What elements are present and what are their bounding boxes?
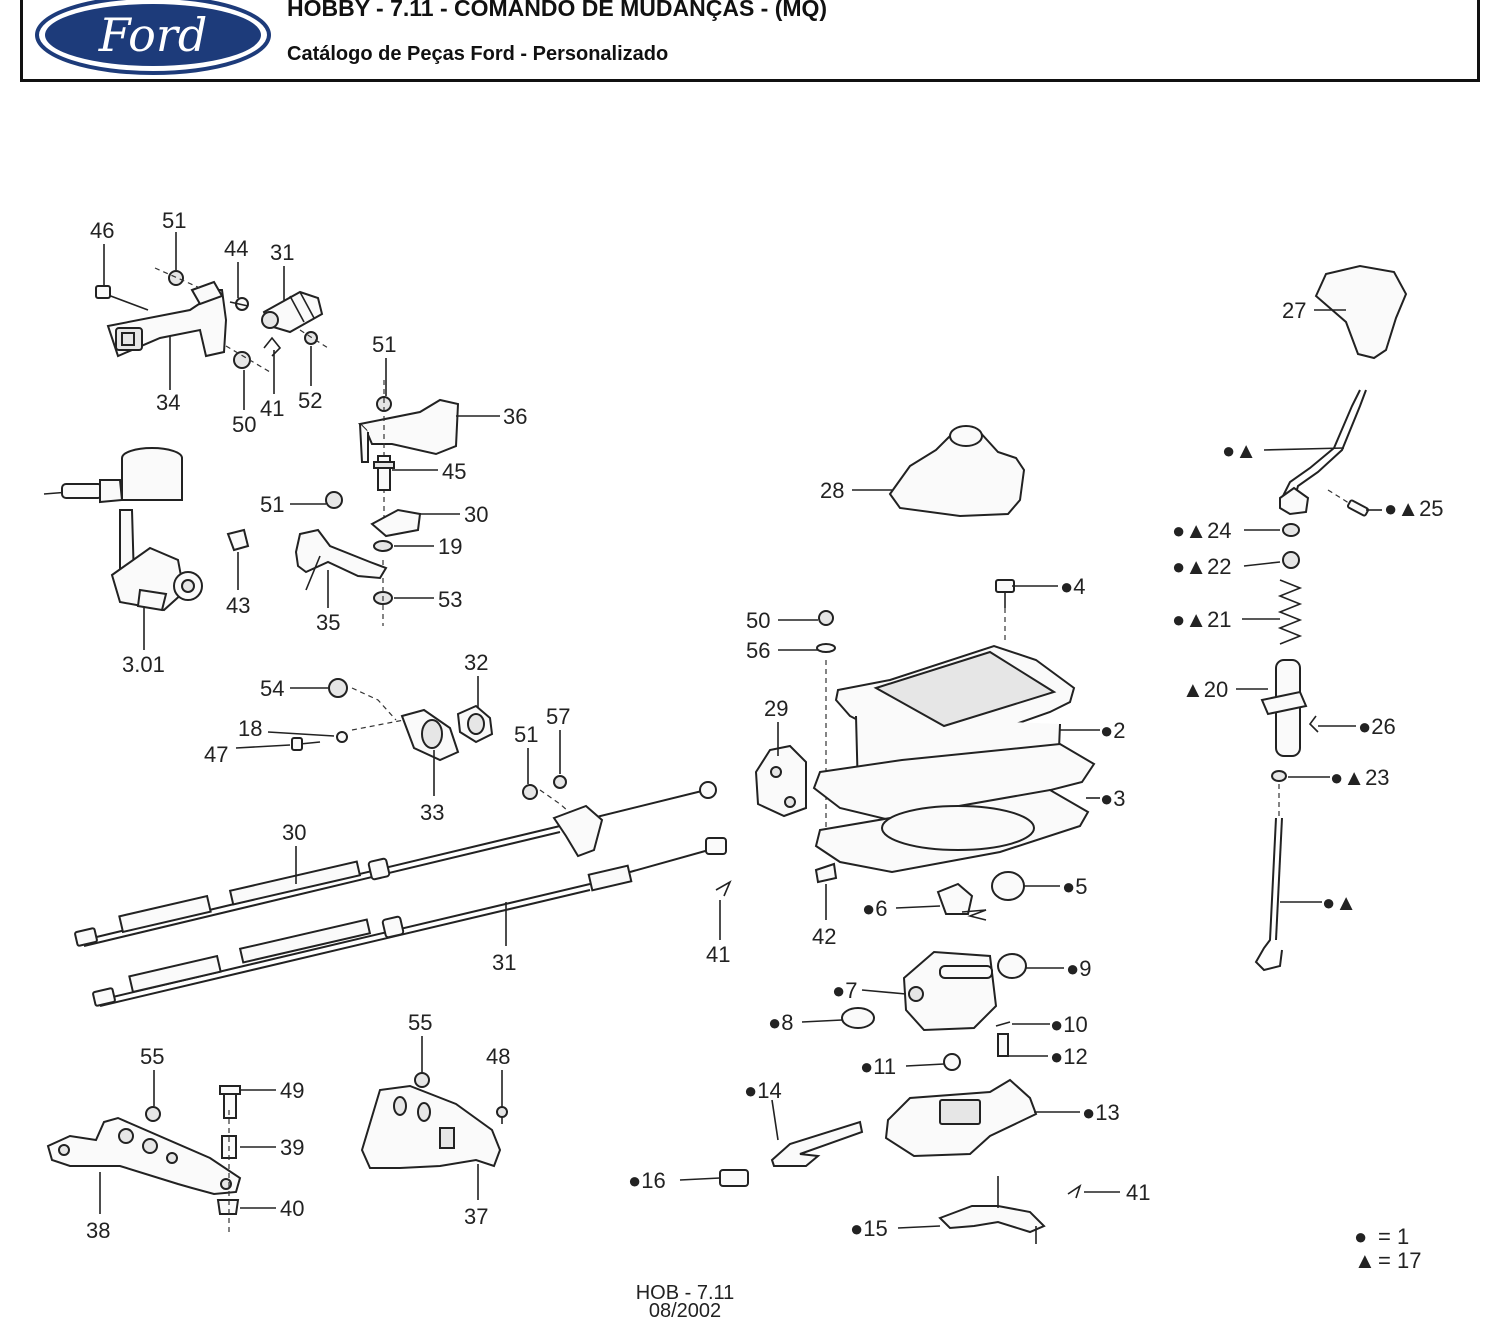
callout-9: ●9 xyxy=(1066,956,1092,981)
callout-51: 51 xyxy=(260,492,284,517)
callout-15: ●15 xyxy=(850,1216,888,1241)
callout-50: 50 xyxy=(232,412,256,437)
callout-36: 36 xyxy=(503,404,527,429)
callout-49: 49 xyxy=(280,1078,304,1103)
callout-3-01: 3.01 xyxy=(122,652,165,677)
callout-lever-upper: ●▲ xyxy=(1222,438,1257,463)
callout-30: 30 xyxy=(282,820,306,845)
callout-33: 33 xyxy=(420,800,444,825)
callout-20: ▲20 xyxy=(1182,677,1228,702)
callout-32: 32 xyxy=(464,650,488,675)
shift-cables xyxy=(74,781,732,1007)
callout-13: ●13 xyxy=(1082,1100,1120,1125)
callout-21: ●▲21 xyxy=(1172,607,1232,632)
callout-54: 54 xyxy=(260,676,284,701)
callout-52: 52 xyxy=(298,388,322,413)
callout-3: ●3 xyxy=(1100,786,1126,811)
callout-41: 41 xyxy=(1126,1180,1150,1205)
callout-24: ●▲24 xyxy=(1172,518,1232,543)
gear-lever-group xyxy=(1254,264,1408,972)
callout-30: 30 xyxy=(464,502,488,527)
callout-51: 51 xyxy=(514,722,538,747)
callout-35: 35 xyxy=(316,610,340,635)
leader-lines xyxy=(99,232,1382,1229)
callout-19: 19 xyxy=(438,534,462,559)
page-subtitle: Catálogo de Peças Ford - Personalizado xyxy=(287,43,669,65)
callout-53: 53 xyxy=(438,587,462,612)
callout-25: ●▲25 xyxy=(1384,496,1444,521)
callout-29: 29 xyxy=(764,696,788,721)
callout-11: ●11 xyxy=(860,1054,896,1079)
diagram-date: 08/2002 xyxy=(648,1300,722,1322)
callout-46: 46 xyxy=(90,218,114,243)
callout-2: ●2 xyxy=(1100,718,1126,743)
shift-housing-3-01 xyxy=(43,447,203,612)
ford-logo-text: Ford xyxy=(98,8,208,62)
callout-40: 40 xyxy=(280,1196,304,1221)
callout-22: ●▲22 xyxy=(1172,554,1232,579)
callout-12: ●12 xyxy=(1050,1044,1088,1069)
callout-41: 41 xyxy=(706,942,730,967)
callout-37: 37 xyxy=(464,1204,488,1229)
legend-circle-symbol: ● xyxy=(1354,1224,1367,1249)
callout-50: 50 xyxy=(746,608,770,633)
callout-14: ●14 xyxy=(744,1078,782,1103)
callout-51: 51 xyxy=(162,208,186,233)
callout-31: 31 xyxy=(270,240,294,265)
callout-57: 57 xyxy=(546,704,570,729)
callout-16: ●16 xyxy=(628,1168,666,1193)
cable-mount-group xyxy=(291,678,577,819)
callout-51: 51 xyxy=(372,332,396,357)
callout-55: 55 xyxy=(408,1010,432,1035)
legend-triangle-value: = 17 xyxy=(1378,1248,1421,1273)
callout-34: 34 xyxy=(156,390,180,415)
callout-26: ●26 xyxy=(1358,714,1396,739)
callout-48: 48 xyxy=(486,1044,510,1069)
callout-43: 43 xyxy=(226,593,250,618)
callout-47: 47 xyxy=(204,742,228,767)
callout-8: ●8 xyxy=(768,1010,794,1035)
shift-linkage-bracket-group xyxy=(95,267,329,373)
callout-6: ●6 xyxy=(862,896,888,921)
diagram-footer: HOB - 7.11 08/2002 xyxy=(600,1282,770,1322)
callout-labels: 46 51 44 31 34 50 41 52 51 36 45 51 30 1… xyxy=(86,208,1444,1243)
callout-55: 55 xyxy=(140,1044,164,1069)
shift-housing-assembly xyxy=(719,425,1096,1244)
callout-45: 45 xyxy=(442,459,466,484)
callout-41: 41 xyxy=(260,396,284,421)
legend-triangle-symbol: ▲ xyxy=(1354,1248,1376,1273)
diagram-code: HOB - 7.11 xyxy=(635,1282,735,1304)
callout-18: 18 xyxy=(238,716,262,741)
page-header: Ford HOBBY - 7.11 - COMANDO DE MUDANÇAS … xyxy=(20,0,1480,82)
symbol-legend: ● = 1 ▲ = 17 xyxy=(1354,1224,1421,1273)
selector-lever-group xyxy=(226,380,460,626)
ford-logo: Ford xyxy=(35,0,271,75)
callout-44: 44 xyxy=(224,236,248,261)
callout-4: ●4 xyxy=(1060,574,1086,599)
callout-39: 39 xyxy=(280,1135,304,1160)
mounting-brackets xyxy=(46,1072,508,1232)
page-title: HOBBY - 7.11 - COMANDO DE MUDANÇAS - (MQ… xyxy=(287,0,828,21)
callout-23: ●▲23 xyxy=(1330,765,1390,790)
callout-56: 56 xyxy=(746,638,770,663)
callout-38: 38 xyxy=(86,1218,110,1243)
ford-logo-oval xyxy=(45,4,261,66)
callout-27: 27 xyxy=(1282,298,1306,323)
callout-5: ●5 xyxy=(1062,874,1088,899)
callout-28: 28 xyxy=(820,478,844,503)
callout-7: ●7 xyxy=(832,978,858,1003)
callout-31: 31 xyxy=(492,950,516,975)
legend-circle-value: = 1 xyxy=(1378,1224,1409,1249)
callout-lever-lower: ●▲ xyxy=(1322,890,1357,915)
callout-10: ●10 xyxy=(1050,1012,1088,1037)
callout-42: 42 xyxy=(812,924,836,949)
